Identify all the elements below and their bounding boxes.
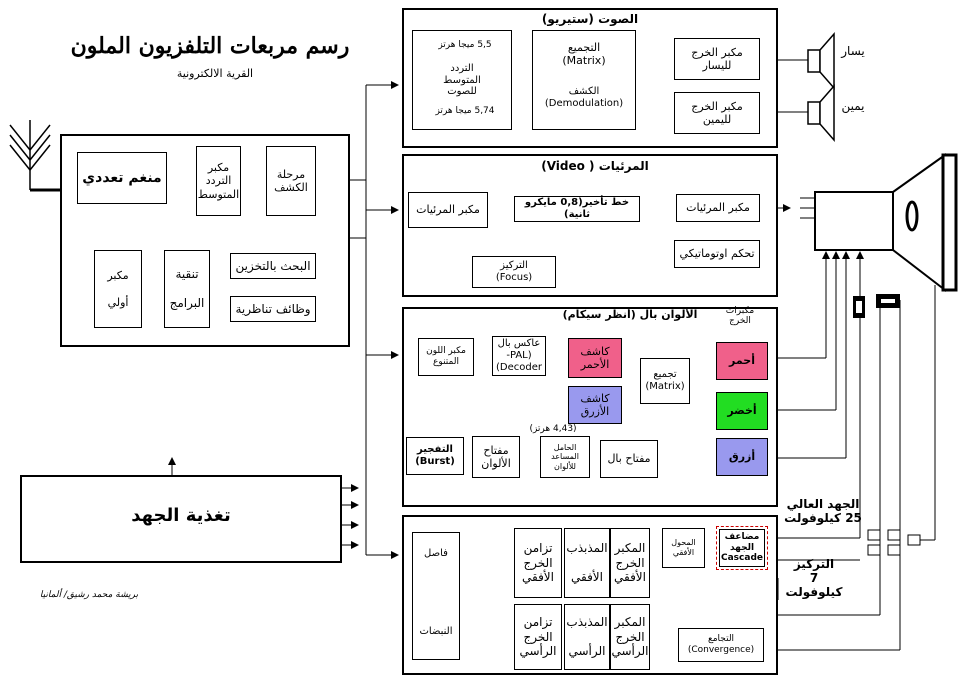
delay-line-box: خط تأخير(0,8 مايكرو ثانية) <box>514 196 640 222</box>
output-amps-label: مكبرات الخرج <box>725 306 755 327</box>
right-speaker-label: يمين <box>841 99 865 113</box>
power-supply-label: تغذية الجهد <box>131 505 231 526</box>
amp-left-box: مكبر الخرج لليسار <box>674 38 760 80</box>
h-sync-box: تزامن الخرج الأفقي <box>514 528 562 598</box>
remote-functions-box: وظائف تناظرية <box>230 296 316 322</box>
green-output-box: أخضر <box>716 392 768 430</box>
focus-box: التركيز (Focus) <box>472 256 556 288</box>
page-title: رسم مربعات التلفزيون الملون <box>70 33 350 59</box>
sound-if-box <box>412 30 512 130</box>
audio-matrix-label: التجميع (Matrix) <box>562 41 606 67</box>
power-supply-box <box>20 475 342 563</box>
focus-voltage-label: التركيز 7 كيلوفولت <box>785 557 843 599</box>
if-amp-box: مكبر التردد المتوسط <box>196 146 241 216</box>
v-osc-box: المذبذب الرأسي <box>564 604 610 670</box>
page-subtitle: القرية الالكترونية <box>176 67 254 80</box>
red-detector-box: كاشف الأحمر <box>568 338 622 378</box>
red-output-box: أحمر <box>716 342 768 380</box>
color-matrix-box: تجميع (Matrix) <box>640 358 690 404</box>
speaker-right-icon <box>807 84 835 142</box>
pulses-label: النبضات <box>419 626 453 637</box>
preamp-box: مكبر أولي <box>94 250 142 328</box>
burst-box: التفجير (Burst) <box>406 437 464 475</box>
color-key-box: مفتاح الألوان <box>472 436 520 478</box>
blue-output-box: أزرق <box>716 438 768 476</box>
chroma-amp-box: مكبر اللون المتنوع <box>418 338 474 376</box>
separator-box <box>412 532 460 660</box>
color-title: الألوان بال (أنظر سيكام) <box>562 308 698 321</box>
sound-freq-2: 5,74 ميجا هرتز <box>435 106 495 116</box>
pal-decoder-box: عاكس بال (PAL- Decoder) <box>492 336 546 376</box>
search-store-box: البحث بالتخزين <box>230 253 316 279</box>
h-osc-box: المذبذب الأفقي <box>564 528 610 598</box>
left-speaker-label: يسار <box>841 44 865 58</box>
separator-label: فاصل <box>424 548 448 559</box>
convergence-box: التجامع (Convergence) <box>678 628 764 662</box>
program-filter-box: تنقية البرامج <box>164 250 210 328</box>
subcarrier-freq-label: (4,43 هرتز) <box>529 424 577 434</box>
sound-if-label: التردد المتوسط للصوت <box>443 63 481 97</box>
audio-demod-label: الكشف (Demodulation) <box>544 86 624 109</box>
crt-tube-icon <box>800 153 958 293</box>
speaker-left-icon <box>807 32 835 90</box>
agc-box: تحكم اوتوماتيكي <box>674 240 760 268</box>
matrix-demod-box <box>532 30 636 130</box>
subcarrier-box: الحامل المساعد للألوان <box>540 436 590 478</box>
video-title: المرئيات ( Video) <box>541 159 649 173</box>
cascade-box: مضاعف الجهد Cascade <box>716 526 768 570</box>
audio-title: الصوت (ستيريو) <box>541 12 639 26</box>
blue-detector-box: كاشف الأزرق <box>568 386 622 424</box>
video-amp-2-box: مكبر المرئيات <box>676 194 760 222</box>
detector-box: مرحلة الكشف <box>266 146 316 216</box>
v-sync-box: تزامن الخرج الرأسي <box>514 604 562 670</box>
author-credit: بريشة محمد رشيق/ ألمانيا <box>39 590 139 600</box>
multi-tuner-box: منغم تعددي <box>77 152 167 204</box>
antenna-icon <box>9 120 60 192</box>
video-amp-1-box: مكبر المرئيات <box>408 192 488 228</box>
sound-freq-1: 5,5 ميجا هرتز <box>438 40 492 50</box>
v-amp-box: المكبر الخرج الرأسي <box>610 604 650 670</box>
amp-right-box: مكبر الخرج لليمين <box>674 92 760 134</box>
h-amp-box: المكبر الخرج الأفقي <box>610 528 650 598</box>
pal-key-box: مفتاح بال <box>600 440 658 478</box>
flyback-box: المحول الأفقي <box>662 528 705 568</box>
high-voltage-label: الجهد العالي 25 كيلوفولت <box>784 497 862 525</box>
